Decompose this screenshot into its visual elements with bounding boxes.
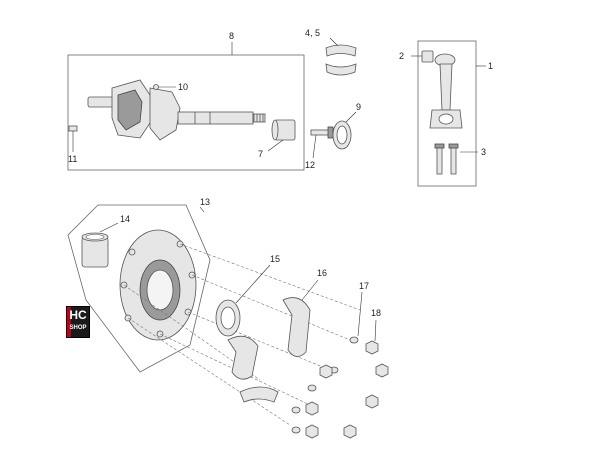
crankshaft-group-box — [67, 54, 305, 171]
part-15-oil-seal: 15 — [215, 254, 280, 337]
crankshaft — [87, 79, 266, 141]
bearing-housing — [119, 229, 197, 341]
callout-3: 3 — [481, 147, 486, 157]
callout-1: 1 — [488, 61, 493, 71]
callout-10: 10 — [178, 82, 188, 92]
part-4-5-bearing-shells: 4, 5 — [305, 28, 357, 76]
connecting-rod-group-box — [417, 40, 477, 187]
logo-text-top: HC — [69, 308, 87, 322]
part-18-nuts: 18 — [305, 308, 389, 439]
part-11-key: 11 — [68, 125, 78, 164]
callout-13: 13 — [200, 197, 210, 207]
hc-shop-logo: HC SHOP — [66, 306, 90, 338]
callout-8: 8 — [229, 31, 234, 41]
callout-16: 16 — [317, 268, 327, 278]
callout-7: 7 — [258, 149, 263, 159]
part-2-bush: 2 — [399, 50, 434, 63]
logo-text-bottom: SHOP — [69, 325, 87, 331]
part-9-ring: 9 — [332, 102, 361, 150]
part-7-bushing: 7 — [258, 119, 296, 159]
part-17-washers: 17 — [291, 281, 369, 434]
callout-17: 17 — [359, 281, 369, 291]
callout-12: 12 — [305, 160, 315, 170]
part-14-sleeve: 14 — [81, 214, 130, 268]
logo-accent-stripe — [67, 307, 71, 337]
callout-4-5: 4, 5 — [305, 28, 320, 38]
part-16-retaining-plates: 16 — [227, 268, 327, 403]
housing-group-outline — [67, 204, 211, 373]
callout-2: 2 — [399, 51, 404, 61]
callout-15: 15 — [270, 254, 280, 264]
callout-18: 18 — [371, 308, 381, 318]
connecting-rod — [429, 53, 463, 129]
callout-11: 11 — [68, 154, 77, 164]
part-12-bolt: 12 — [305, 126, 334, 170]
callout-9: 9 — [356, 102, 361, 112]
part-10-pin: 10 — [153, 82, 188, 92]
callout-14: 14 — [120, 214, 130, 224]
part-3-rod-bolts: 3 — [434, 143, 486, 175]
